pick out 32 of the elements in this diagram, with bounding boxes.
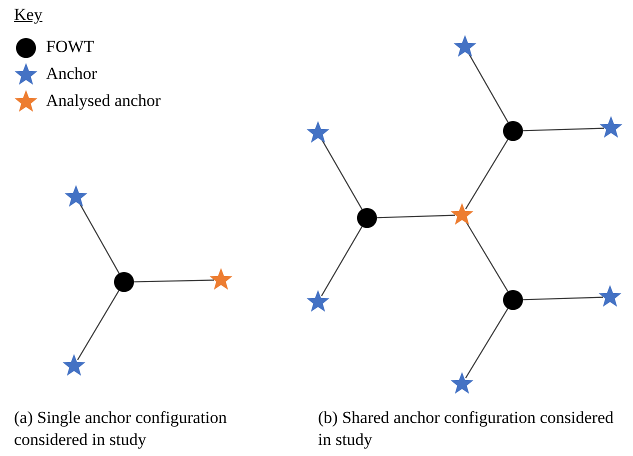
caption-text: (b) Shared anchor configuration considered in study	[318, 407, 614, 451]
connector-line	[465, 220, 508, 292]
anchor-star	[306, 290, 330, 312]
caption-text: (a) Single anchor configuration considered in study	[14, 407, 228, 451]
turbine-circle	[503, 290, 523, 310]
anchor-star	[210, 268, 232, 290]
turbine-circle	[114, 272, 134, 292]
connector-line	[78, 202, 120, 274]
turbine-circle	[503, 121, 523, 141]
anchor-star	[450, 372, 474, 394]
anchor-star	[62, 354, 86, 376]
connector-line	[321, 226, 362, 296]
legend-heading: Key	[14, 4, 42, 26]
legend-label: Analysed anchor	[46, 90, 161, 112]
turbine-circle	[357, 208, 377, 228]
legend-label: FOWT	[46, 36, 94, 58]
connector-line	[465, 308, 508, 378]
anchor-star	[450, 203, 474, 225]
anchor-star	[64, 185, 88, 207]
connector-line	[320, 138, 363, 210]
anchor-star	[598, 285, 622, 307]
anchor-star	[306, 121, 330, 143]
connector-line	[134, 280, 214, 282]
connector-line	[465, 139, 508, 210]
connector-line	[522, 296, 604, 300]
connector-line	[522, 128, 604, 132]
legend-label: Anchor	[46, 63, 97, 85]
anchor-star	[600, 116, 622, 138]
connector-line	[77, 290, 120, 360]
connector-line	[468, 52, 509, 123]
connector-line	[376, 214, 456, 218]
anchor-star	[454, 35, 476, 57]
